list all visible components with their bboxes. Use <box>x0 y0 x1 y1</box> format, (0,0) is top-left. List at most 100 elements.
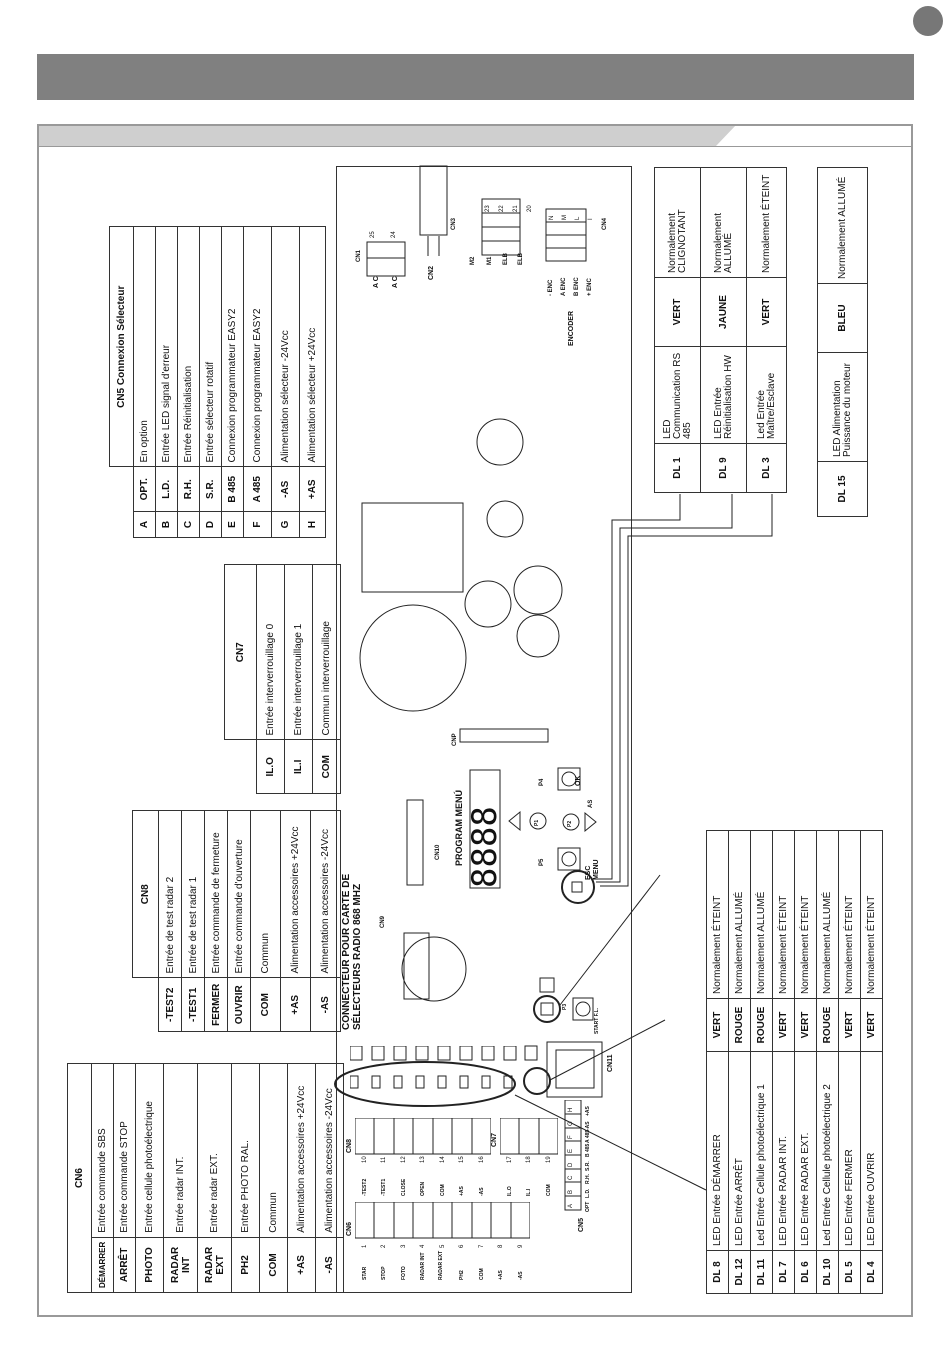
start-fl-label: START F.L. <box>594 1007 600 1034</box>
p3-ring <box>533 995 561 1023</box>
cn10-slot <box>406 799 424 886</box>
cn5-pin: G <box>568 1121 574 1126</box>
display-frame <box>469 769 501 889</box>
cn7-pin: 18 <box>526 1156 532 1163</box>
cn3-label: CN3 <box>451 217 457 230</box>
p4-label: P4 <box>539 778 545 786</box>
enc-label: A ENC <box>561 277 567 296</box>
cn8-board-label: CN8 <box>346 1138 353 1153</box>
capacitor-4 <box>486 500 524 538</box>
cn8-name: -TEST1 <box>381 1178 387 1196</box>
as-label: AS <box>588 799 594 808</box>
p1-button <box>529 812 547 830</box>
capacitor-1 <box>464 580 512 628</box>
cn3-pin: 22 <box>499 205 505 212</box>
cn6-pin: 9 <box>518 1244 524 1248</box>
cn6-pin: 2 <box>381 1244 387 1248</box>
enc-pin: N <box>549 215 555 220</box>
cn8-pin: 11 <box>381 1156 387 1163</box>
ac-label-1: A C <box>373 276 380 288</box>
cn5-name: -AS <box>585 1121 591 1130</box>
ok-label: OK <box>575 775 582 787</box>
cn8-pin: 12 <box>401 1156 407 1163</box>
enc-label: - ENC <box>548 279 554 296</box>
cn3-pin: 20 <box>527 205 533 212</box>
p2-arrow <box>584 811 597 833</box>
page-number-badge <box>913 6 943 36</box>
cn6-pin: 6 <box>459 1244 465 1248</box>
elb-label-2: ELB <box>518 253 524 265</box>
display-digits: 8888 <box>465 806 505 888</box>
encoder-label: ENCODER <box>568 310 575 346</box>
cn8-name: +AS <box>459 1186 465 1196</box>
cn4-label: CN4 <box>602 217 608 230</box>
cn10-label: CN10 <box>435 844 441 860</box>
cn8-name: -AS <box>479 1187 485 1196</box>
cn2-antenna <box>419 165 448 236</box>
capacitor-radio <box>401 936 467 1002</box>
enc-pin: M <box>562 215 568 220</box>
program-menu-label: PROGRAM MENÚ <box>454 790 464 866</box>
capacitor-large <box>359 604 467 712</box>
p5-label: P5 <box>539 858 545 866</box>
leader-dl9 <box>596 494 733 883</box>
cn6-pin: 7 <box>479 1244 485 1248</box>
content-frame <box>37 124 913 1317</box>
cn5-pin: C <box>568 1175 574 1180</box>
cn9-slot <box>403 932 430 1000</box>
p4-button <box>557 767 581 791</box>
cn1-pin: 24 <box>391 231 397 238</box>
cn6-pin: 5 <box>440 1244 446 1248</box>
capacitor-3 <box>516 614 560 658</box>
ac-label-2: A C <box>392 276 399 288</box>
cn8-pin: 13 <box>420 1156 426 1163</box>
cn9-label: CN9 <box>380 915 386 928</box>
cn1-pin: 25 <box>370 231 376 238</box>
cn6-name: STAR <box>362 1266 368 1280</box>
led-dl-ring <box>523 1067 551 1095</box>
cn8-pin: 14 <box>440 1156 446 1163</box>
start-fl-button <box>572 997 594 1021</box>
enc-pin: L <box>575 216 581 220</box>
capacitor-2 <box>513 565 563 615</box>
cn11-connector <box>546 1041 603 1098</box>
cn6-name: STOP <box>381 1266 387 1280</box>
cn8-pin: 10 <box>362 1156 368 1163</box>
p2-label: P2 <box>567 820 573 827</box>
cn6-name: +AS <box>498 1270 504 1280</box>
elb-label-1: ELB <box>503 253 509 265</box>
cn7-name: IL.I <box>526 1188 532 1196</box>
cn8-name: COM <box>440 1184 446 1196</box>
cn7-board-label: CN7 <box>491 1132 498 1147</box>
cn3-pin: 21 <box>513 205 519 212</box>
cn5-name: B 485 <box>585 1143 591 1157</box>
cn5-pin: E <box>568 1148 574 1153</box>
p1-label: P1 <box>534 819 540 826</box>
cn6-name: RADAR INT <box>420 1252 426 1281</box>
cnp-slot <box>459 728 549 743</box>
cn6-name: PH2 <box>459 1270 465 1280</box>
cn7-name: COM <box>546 1184 552 1196</box>
enc-label: B ENC <box>574 277 580 296</box>
led-group-ring <box>334 1061 516 1107</box>
header-bar <box>37 54 914 100</box>
cn5-pin: B <box>568 1189 574 1194</box>
cn6-pin: 3 <box>401 1244 407 1248</box>
cn6-pin: 4 <box>420 1244 426 1248</box>
cn5-pin: F <box>568 1135 574 1139</box>
leader-dl3 <box>600 494 773 887</box>
radio-connector-label: CONNECTEUR POUR CARTE DE SÉLECTEURS RADI… <box>341 873 363 1030</box>
cn6-terminal-block <box>354 1201 531 1242</box>
cn6-name: FOTO <box>401 1266 407 1280</box>
section-tab <box>37 124 737 146</box>
cn5-terminal-block <box>535 1099 599 1212</box>
frame-inner-line <box>39 146 911 147</box>
p1-arrow <box>508 810 521 832</box>
cn5-pin: A <box>568 1203 574 1208</box>
leader-dl1 <box>592 494 681 880</box>
cn8-name: -TEST2 <box>362 1178 368 1196</box>
cn8-pin: 15 <box>459 1156 465 1163</box>
cn6-name: RADAR EXT <box>438 1250 444 1280</box>
p3-label: P3 <box>562 1003 568 1010</box>
